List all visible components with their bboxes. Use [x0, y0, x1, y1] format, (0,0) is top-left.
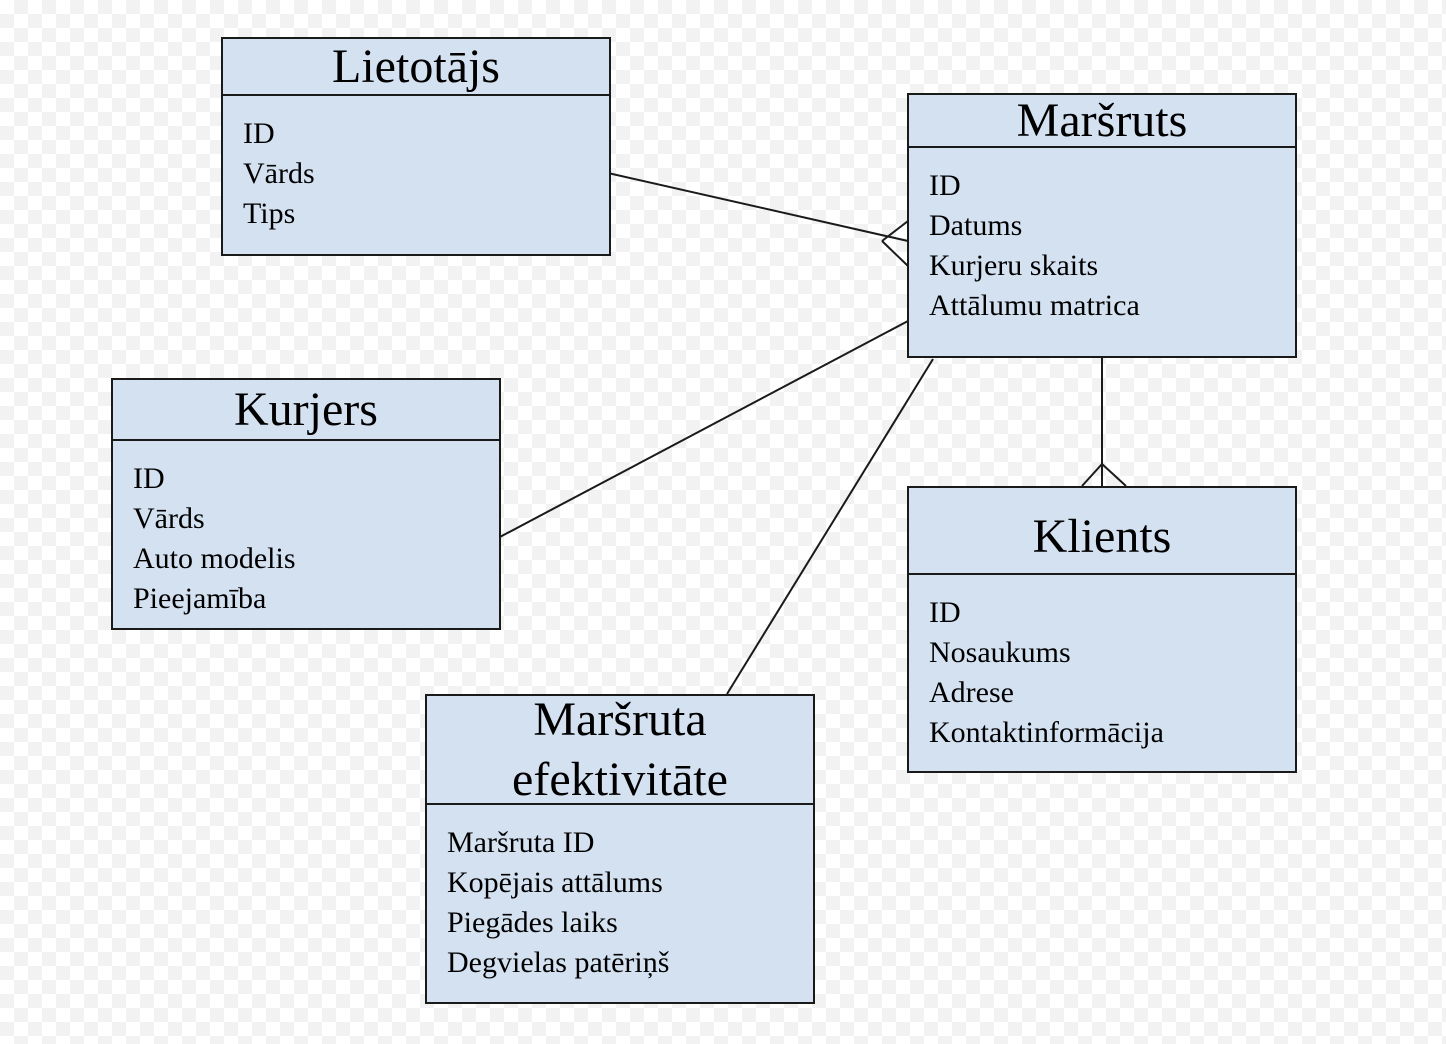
relationship-lietotajs-marsruts [607, 172, 909, 242]
entity-kurjers[interactable]: Kurjers ID Vārds Auto modelis Pieejamība [111, 378, 501, 630]
entity-lietotajs[interactable]: Lietotājs ID Vārds Tips [221, 37, 611, 256]
attribute: Vārds [243, 157, 315, 190]
attribute-list: ID Vārds Tips [223, 96, 609, 234]
entity-title: Maršruta efektivitāte [427, 693, 813, 806]
attribute: Kurjeru skaits [929, 249, 1099, 282]
attribute-list: ID Datums Kurjeru skaits Attālumu matric… [909, 148, 1295, 326]
attribute: Nosaukums [929, 636, 1071, 669]
crows-foot-klients-end [1081, 463, 1127, 487]
attribute: Auto modelis [133, 542, 296, 575]
attribute-list: ID Vārds Auto modelis Pieejamība [113, 441, 499, 619]
crows-foot-marsruts-end [881, 220, 909, 267]
attribute: Degvielas patēriņš [447, 946, 670, 979]
entity-title: Lietotājs [223, 39, 609, 96]
relationship-kurjers-marsruts [497, 320, 909, 539]
attribute: Kopējais attālums [447, 866, 663, 899]
attribute: Pieejamība [133, 582, 267, 615]
entity-klients[interactable]: Klients ID Nosaukums Adrese Kontaktinfor… [907, 486, 1297, 773]
attribute: Attālumu matrica [929, 289, 1140, 322]
relationship-efektivitate-marsruts [726, 358, 934, 695]
attribute: Tips [243, 197, 296, 230]
entity-title: Maršruts [909, 94, 1295, 148]
attribute: ID [133, 462, 165, 495]
attribute: Adrese [929, 676, 1014, 709]
attribute: ID [929, 596, 961, 629]
entity-title: Klients [909, 488, 1295, 575]
attribute: Datums [929, 209, 1023, 242]
attribute-list: Maršruta ID Kopējais attālums Piegādes l… [427, 805, 813, 983]
attribute: ID [929, 169, 961, 202]
attribute: ID [243, 117, 275, 150]
attribute: Maršruta ID [447, 826, 595, 859]
entity-marsruta-efektivitate[interactable]: Maršruta efektivitāte Maršruta ID Kopēja… [425, 693, 815, 1004]
attribute: Vārds [133, 502, 205, 535]
entity-marsruts[interactable]: Maršruts ID Datums Kurjeru skaits Attālu… [907, 93, 1297, 358]
attribute: Piegādes laiks [447, 906, 618, 939]
attribute: Kontaktinformācija [929, 716, 1164, 749]
entity-title: Kurjers [113, 380, 499, 441]
attribute-list: ID Nosaukums Adrese Kontaktinformācija [909, 575, 1295, 753]
